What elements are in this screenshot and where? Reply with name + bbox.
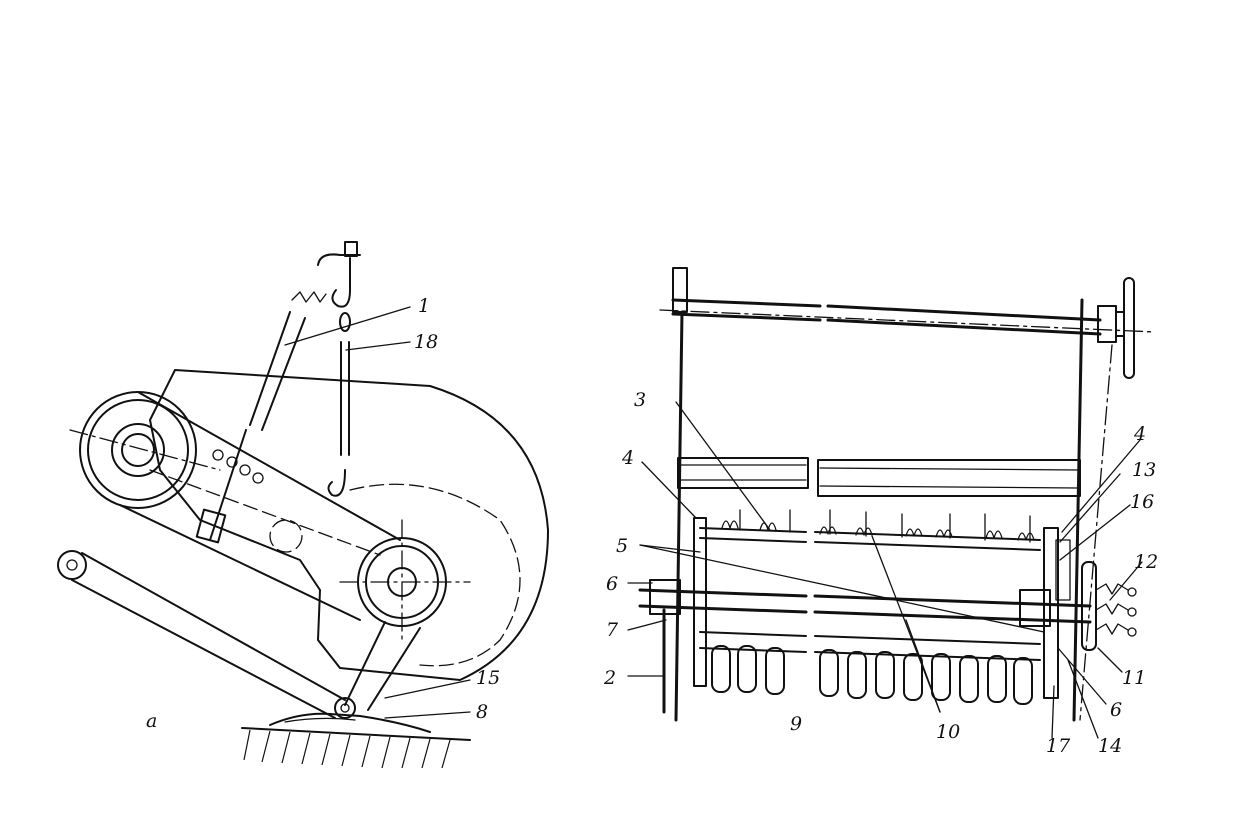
label-7: 7 — [606, 619, 619, 641]
label-17: 17 — [1046, 735, 1071, 757]
label-1: 1 — [418, 295, 430, 317]
label-6-left: 6 — [606, 573, 618, 595]
label-16: 16 — [1130, 491, 1154, 513]
tension-rod — [195, 291, 327, 544]
label-8: 8 — [476, 701, 488, 723]
panel-label-a: a — [146, 710, 157, 732]
label-2: 2 — [603, 667, 616, 689]
label-9: 9 — [790, 713, 802, 735]
lower-shaft — [638, 561, 1137, 651]
lower-arm — [334, 621, 421, 719]
label-13: 13 — [1132, 459, 1156, 481]
label-4-right: 4 — [1133, 423, 1146, 445]
label-12: 12 — [1134, 551, 1158, 573]
panel-b-drawing — [627, 267, 1156, 739]
label-18: 18 — [414, 331, 438, 353]
middle-beam — [677, 457, 1081, 497]
skid — [269, 712, 431, 733]
drawbar — [57, 550, 346, 719]
right-pulley — [339, 519, 471, 641]
ground-hatch — [241, 727, 471, 769]
left-pulley — [69, 391, 221, 509]
label-6-right: 6 — [1110, 699, 1122, 721]
housing — [149, 369, 549, 681]
roller-row — [699, 631, 1041, 705]
top-shaft — [659, 267, 1156, 379]
tine-bar — [699, 509, 1041, 551]
label-5: 5 — [616, 535, 628, 557]
panel-a-drawing — [57, 241, 549, 769]
label-4-left: 4 — [621, 447, 634, 469]
label-10: 10 — [936, 721, 960, 743]
hook-chain — [317, 241, 361, 497]
label-3: 3 — [634, 389, 646, 411]
label-15: 15 — [476, 667, 500, 689]
label-14: 14 — [1098, 735, 1122, 757]
label-11: 11 — [1122, 667, 1146, 689]
